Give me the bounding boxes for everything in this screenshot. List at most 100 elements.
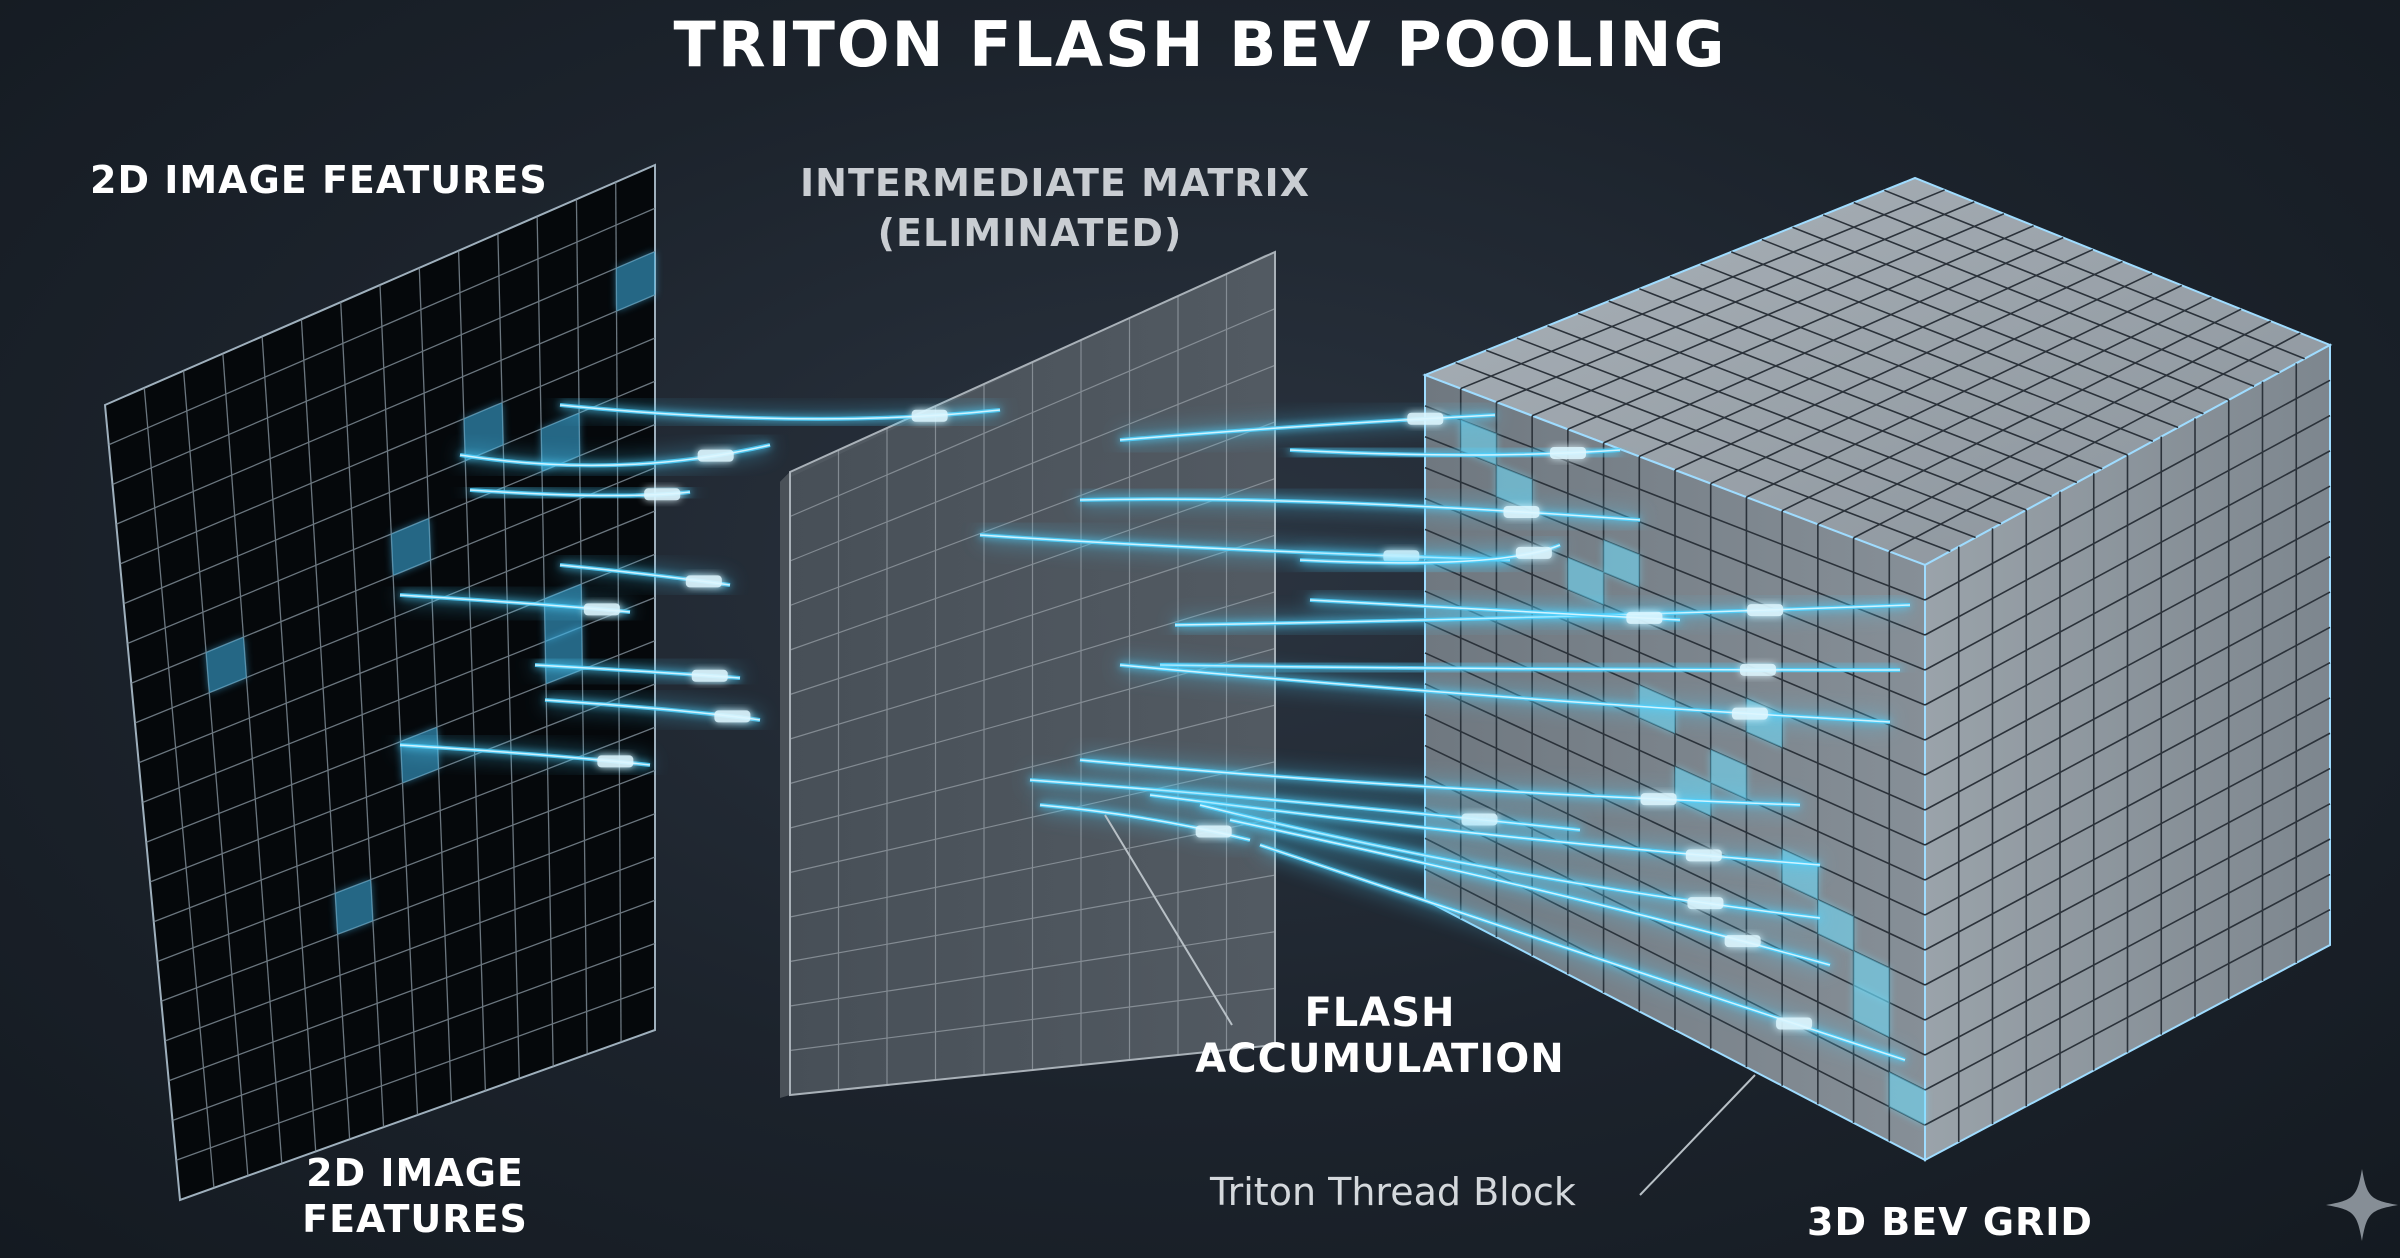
cube-top-grid-line: [1567, 224, 2034, 431]
image-feature-cell: [463, 402, 504, 461]
cube-top-grid-line: [1746, 284, 2183, 498]
cube-top-grid-line: [1710, 272, 2153, 485]
label-thread-block: Triton Thread Block: [1210, 1170, 1576, 1214]
label-image-bottom-line1: 2D IMAGE: [306, 1151, 524, 1195]
data-packet: [1776, 1017, 1813, 1030]
data-packet: [1549, 446, 1586, 459]
data-packet: [1195, 825, 1232, 838]
image-grid-line: [119, 337, 656, 565]
bev-cell-highlight: [1496, 465, 1533, 512]
cube-side-grid-line: [1924, 414, 2331, 636]
intermediate-matrix-panel: [780, 250, 1276, 1098]
cube-side-grid-line: [1924, 556, 2331, 776]
intermediate-grid-line: [789, 421, 1276, 607]
label-image-features-top: 2D IMAGE FEATURES: [90, 158, 548, 202]
cube-top-grid-line: [1888, 332, 2301, 553]
data-packet: [1747, 604, 1784, 617]
data-packet: [1739, 663, 1776, 676]
image-feature-cell: [391, 518, 431, 576]
beam-core: [1119, 664, 1891, 723]
cube-side-grid-line: [1924, 626, 2331, 846]
cube-side-grid-line: [1924, 908, 2331, 1126]
sparkle-icon: [2326, 1169, 2398, 1241]
label-image-features-bottom: 2D IMAGE FEATURES: [280, 1150, 550, 1242]
image-grid-line: [176, 986, 656, 1161]
cube-side-grid-line: [1924, 732, 2331, 951]
cube-top-grid-line: [1460, 189, 1945, 390]
cube-side-grid-line: [1924, 838, 2331, 1056]
data-packet: [697, 449, 734, 462]
data-packet: [1515, 546, 1552, 559]
intermediate-grid-line: [789, 308, 1276, 518]
beam-core: [1029, 779, 1581, 831]
intermediate-grid-line: [789, 931, 1276, 1007]
label-intermediate-matrix: INTERMEDIATE MATRIX (ELIMINATED): [800, 158, 1309, 258]
data-packet: [911, 409, 948, 422]
cube-side-grid-line: [1924, 450, 2331, 671]
bev-cell-highlight: [1567, 557, 1604, 605]
beam-core: [1259, 844, 1906, 1061]
bev-cell-highlight: [1853, 985, 1890, 1038]
cube-top-grid-line: [1817, 308, 2242, 525]
callout-lines: [1104, 814, 1756, 1196]
label-flash-line1: FLASH: [1304, 990, 1456, 1036]
cube-side-grid-line: [1924, 661, 2331, 881]
image-feature-cell: [616, 251, 655, 312]
bev-cell-highlight: [1889, 1072, 1925, 1125]
cube-side-grid-line: [1924, 485, 2331, 706]
beam-core: [1079, 759, 1801, 806]
cube-side-grid-line: [1924, 803, 2331, 1021]
data-packet: [714, 710, 751, 723]
image-feature-cell: [206, 637, 247, 693]
data-packet: [1626, 611, 1663, 624]
data-packet: [1503, 505, 1540, 518]
bev-cell-highlight: [1710, 749, 1747, 799]
beam-core: [1159, 664, 1901, 671]
image-grid-line: [164, 856, 656, 1042]
image-grid-line: [115, 294, 656, 525]
image-grid-line: [138, 553, 656, 764]
cube-top-grid-line: [1853, 320, 2272, 539]
data-packet: [1687, 897, 1724, 910]
bev-cell-highlight: [1817, 899, 1854, 951]
image-grid-line: [112, 250, 656, 486]
image-grid-line: [108, 207, 656, 446]
cube-top-grid-line: [1638, 248, 2094, 458]
label-flash-line2: ACCUMULATION: [1195, 1036, 1565, 1082]
image-grid-line: [157, 769, 656, 963]
page-title: TRITON FLASH BEV POOLING: [673, 8, 1727, 81]
intermediate-grid-line: [789, 534, 1276, 696]
data-packet: [644, 488, 681, 501]
cube-top-grid-line: [1674, 260, 2123, 471]
data-packet: [1731, 707, 1768, 720]
data-packet: [1724, 935, 1761, 948]
image-grid-line: [161, 813, 656, 1002]
intermediate-grid-line: [789, 761, 1276, 874]
intermediate-grid-line: [789, 364, 1276, 562]
label-flash-accumulation: FLASH ACCUMULATION: [1150, 990, 1610, 1082]
intermediate-grid-line: [789, 478, 1276, 651]
data-packet: [1685, 849, 1722, 862]
image-feature-cell: [541, 413, 580, 472]
cube-side-grid-line: [1924, 697, 2331, 916]
image-grid-line: [134, 510, 656, 724]
data-packet: [691, 669, 728, 682]
cube-top-grid-line: [1496, 201, 1975, 403]
bev-cell-highlight: [1603, 539, 1640, 588]
data-packet: [1640, 793, 1677, 806]
intermediate-grid-line: [789, 987, 1276, 1052]
cube-side-grid-line: [1924, 591, 2331, 811]
cube-top-grid-line: [1603, 236, 2064, 444]
cube-side-grid-line: [1924, 767, 2331, 986]
beam-core: [1079, 498, 1641, 521]
cube-front-grid-line: [1424, 868, 1926, 1126]
data-packet: [685, 575, 722, 588]
feature-beams: [399, 398, 1911, 1067]
cube-front-grid-line: [1424, 806, 1926, 1056]
data-packet: [1407, 412, 1444, 425]
intermediate-grid-line: [789, 817, 1276, 918]
cube-top-grid-line: [1531, 213, 2005, 417]
cube-top-grid-line: [1781, 296, 2212, 512]
image-feature-cell: [335, 879, 373, 935]
